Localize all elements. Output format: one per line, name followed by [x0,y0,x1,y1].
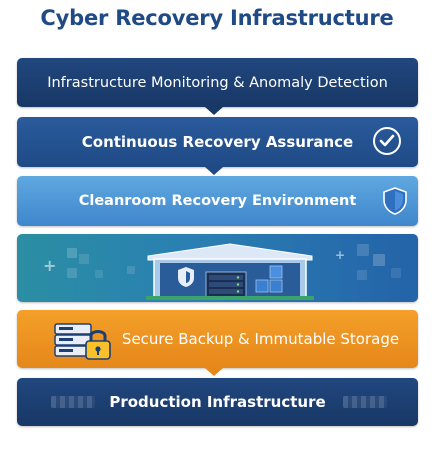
layer-production: Production Infrastructure [17,378,418,426]
check-circle-icon [373,127,401,155]
layer-recovery-assurance-label: Continuous Recovery Assurance [81,133,354,151]
diagram-title: Cyber Recovery Infrastructure [40,6,394,30]
layer-cleanroom-label: Cleanroom Recovery Environment [78,193,357,209]
layer-monitoring-label: Infrastructure Monitoring & Anomaly Dete… [47,74,388,91]
datacenter-building-icon [146,243,314,300]
blurred-decoration-left [51,396,95,408]
layer-datacenter: + + [17,234,418,302]
plus-icon: + [43,256,57,275]
layer-secure-backup-label: Secure Backup & Immutable Storage [121,330,400,348]
flow-arrow-2 [205,167,223,175]
layer-production-label: Production Infrastructure [109,393,326,411]
storage-lock-icon [54,323,111,360]
layer-recovery-assurance: Continuous Recovery Assurance [17,117,418,167]
plus-icon: + [335,248,346,262]
layer-secure-backup: Secure Backup & Immutable Storage [17,310,418,368]
flow-arrow-3 [205,368,223,376]
layer-cleanroom: Cleanroom Recovery Environment [17,176,418,226]
blurred-decoration-right [343,396,387,408]
layer-monitoring: Infrastructure Monitoring & Anomaly Dete… [17,58,418,107]
flow-arrow-1 [205,107,223,115]
shield-icon [383,187,407,215]
